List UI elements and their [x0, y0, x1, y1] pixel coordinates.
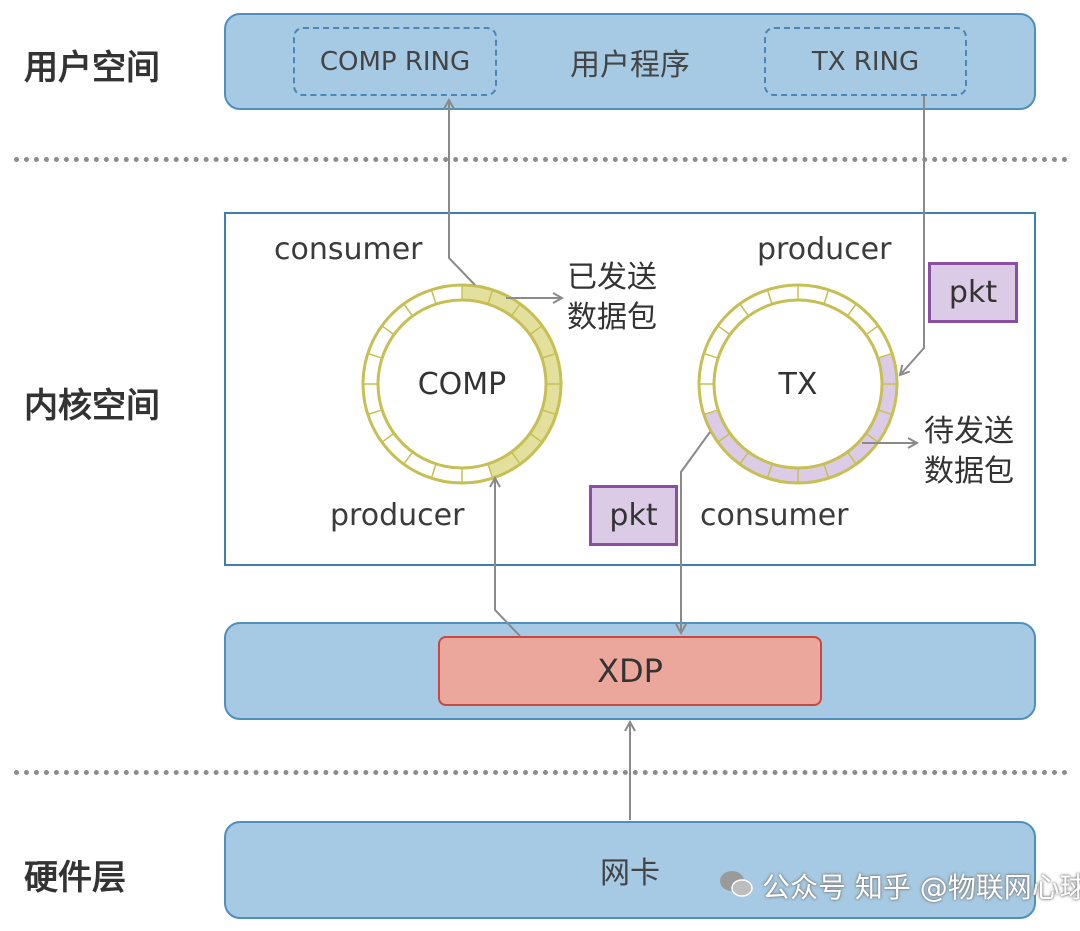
ring-slot-divider: [381, 325, 395, 336]
user-space-box: [224, 13, 1036, 110]
pending-packets-label: 待发送 数据包: [924, 412, 1014, 492]
layer-label-user: 用户空间: [24, 48, 160, 88]
user-program-label: 用户程序: [570, 47, 690, 83]
ring-slot-divider: [367, 409, 383, 416]
ring-slot-divider: [739, 303, 750, 317]
comp-consumer-label: consumer: [274, 232, 423, 267]
ring-slot-divider: [487, 289, 494, 305]
pkt-box-tx-input: pkt: [928, 262, 1018, 323]
comp-ring-slot-dividers: [363, 285, 561, 483]
nic-box: 网卡: [224, 821, 1036, 919]
comp-ring-user-box: COMP RING: [293, 27, 497, 96]
arrow-tx-to-xdp: [681, 431, 711, 633]
nic-label: 网卡: [600, 856, 660, 891]
ring-slot-divider: [865, 325, 879, 336]
divider-kernel-hardware: [14, 770, 1068, 775]
ring-slot-divider: [430, 463, 437, 479]
layer-label-hardware: 硬件层: [24, 858, 126, 898]
pending-packets-line1: 待发送: [924, 414, 1014, 449]
ring-slot-divider: [510, 451, 521, 465]
ring-slot-divider: [739, 451, 750, 465]
tx-consumer-label: consumer: [700, 498, 849, 533]
ring-slot-divider: [717, 432, 731, 443]
ring-slot-divider: [823, 463, 830, 479]
pkt-label: pkt: [609, 498, 658, 533]
tx-ring-user-label: TX RING: [811, 46, 920, 77]
ring-slot-divider: [381, 432, 395, 443]
tx-producer-label: producer: [757, 232, 892, 267]
ring-slot-divider: [403, 303, 414, 317]
ring-filled-segment: [462, 285, 561, 479]
comp-producer-label: producer: [330, 498, 465, 533]
ring-slot-divider: [703, 352, 719, 359]
tx-ring-user-box: TX RING: [764, 27, 967, 96]
pkt-label: pkt: [948, 275, 998, 310]
tx-ring-slot-dividers: [699, 285, 897, 483]
ring-slot-divider: [823, 289, 830, 305]
ring-slot-divider: [877, 409, 893, 416]
ring-slot-divider: [430, 289, 437, 305]
tx-ring-label: TX: [778, 366, 818, 402]
arrow-user-to-tx: [900, 96, 925, 375]
ring-slot-divider: [766, 463, 773, 479]
watermark-text: 公众号 知乎 @物联网心球: [762, 871, 1080, 904]
ring-slot-divider: [877, 352, 893, 359]
sent-packets-label: 已发送 数据包: [567, 258, 657, 338]
ring-slot-divider: [367, 352, 383, 359]
wechat-icon: [718, 866, 754, 902]
ring-slot-divider: [846, 451, 857, 465]
ring-slot-divider: [865, 432, 879, 443]
layer-label-kernel: 内核空间: [24, 386, 160, 426]
pending-packets-line2: 数据包: [924, 454, 1014, 489]
pkt-box-xdp-input: pkt: [589, 485, 678, 546]
ring-slot-divider: [717, 325, 731, 336]
comp-ring: [361, 283, 563, 485]
xdp-label: XDP: [597, 652, 663, 690]
ring-slot-divider: [529, 432, 543, 443]
sent-packets-line2: 数据包: [567, 300, 657, 335]
ring-slot-divider: [703, 409, 719, 416]
ring-slot-divider: [529, 325, 543, 336]
tx-ring: [697, 283, 899, 485]
divider-user-kernel: [14, 157, 1068, 162]
xdp-box: XDP: [438, 636, 822, 706]
arrow-comp-to-user: [449, 100, 476, 286]
ring-slot-divider: [510, 303, 521, 317]
comp-ring-user-label: COMP RING: [319, 46, 471, 77]
ring-slot-divider: [846, 303, 857, 317]
arrow-xdp-to-comp: [495, 478, 521, 637]
ring-slot-divider: [487, 463, 494, 479]
ring-slot-divider: [541, 409, 557, 416]
ring-slot-divider: [403, 451, 414, 465]
ring-slot-divider: [541, 352, 557, 359]
comp-ring-label: COMP: [417, 366, 507, 402]
comp-ring-filled-slots: [462, 285, 561, 479]
sent-packets-line1: 已发送: [567, 260, 657, 295]
ring-slot-divider: [766, 289, 773, 305]
